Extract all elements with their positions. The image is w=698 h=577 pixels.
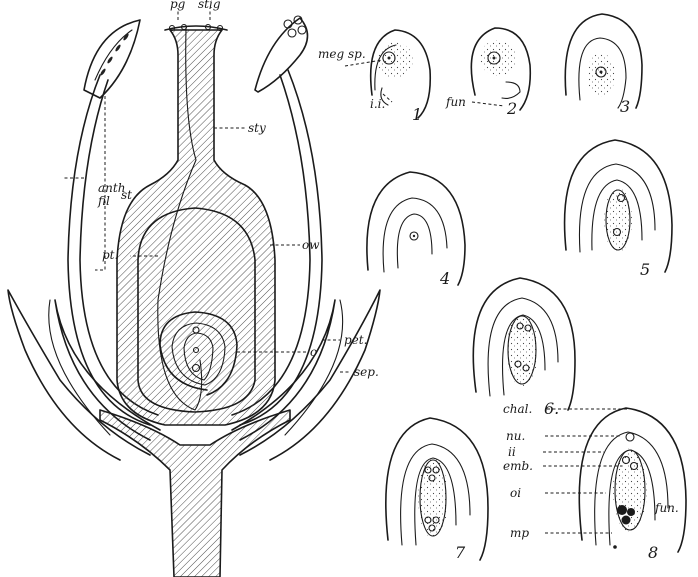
ovule-fig-6 [473, 278, 575, 410]
fig-number-4: 4 [439, 269, 450, 288]
fig-number-7: 7 [455, 543, 466, 562]
receptacle [100, 410, 290, 577]
ovule-fig-4 [367, 172, 465, 285]
label-stig: stig [198, 0, 221, 11]
label-mp: mp [510, 526, 529, 540]
fig-number-3: 3 [620, 97, 630, 116]
label-nu: nu. [506, 429, 525, 443]
label-sep: sep. [354, 365, 379, 379]
label-ii: ii [508, 445, 516, 459]
label-sty: sty [248, 121, 266, 135]
label-o: o [310, 345, 317, 359]
anther-left [84, 20, 140, 98]
label-fil: fil [97, 194, 110, 208]
label-emb: emb. [503, 459, 533, 473]
flower-longitudinal-section [8, 8, 380, 577]
label-pet: pet. [344, 333, 367, 347]
ovule-fig-8 [543, 408, 686, 552]
label-oi: oi [510, 486, 521, 500]
label-meg-sp: meg sp. [318, 47, 366, 61]
ovule-fig-3 [565, 14, 642, 108]
ovule-fig-7 [386, 418, 488, 560]
label-ow: ow [302, 238, 320, 252]
label-chal: chal. [503, 402, 532, 416]
label-fun: fun. [654, 501, 679, 515]
fig-number-8: 8 [648, 543, 658, 562]
style [117, 30, 275, 425]
label-fun-small: fun [445, 95, 466, 109]
ovule-fig-5 [565, 140, 672, 272]
ovule-fig-2 [471, 28, 530, 110]
fig-number-1: 1 [412, 105, 422, 124]
label-ii-small: i.i. [370, 97, 385, 111]
label-pg: pg [170, 0, 186, 11]
fig-number-5: 5 [640, 260, 650, 279]
label-pt: pt. [102, 248, 118, 262]
fig-number-2: 2 [506, 99, 517, 118]
label-st: st [121, 188, 132, 202]
fig-number-6: 6. [544, 399, 559, 418]
